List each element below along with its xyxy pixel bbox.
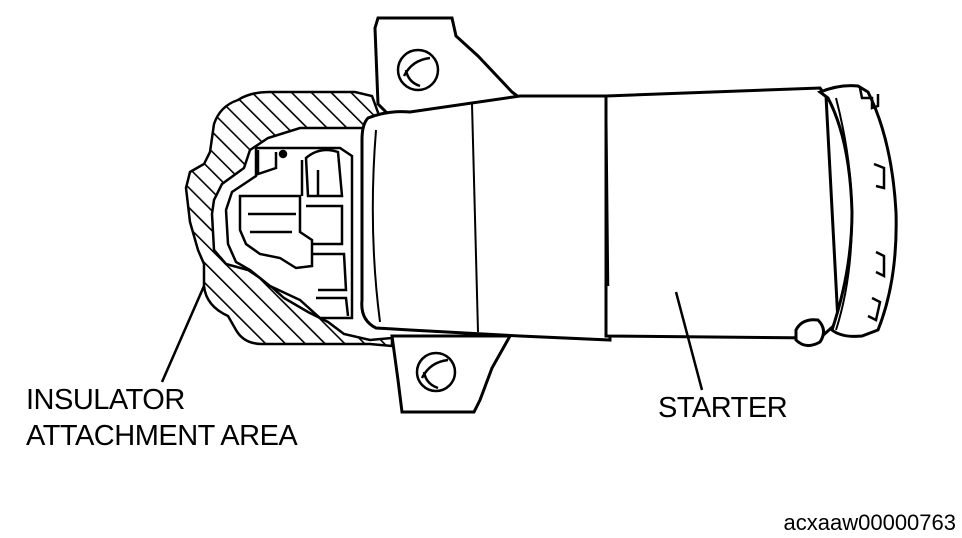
leader-lines <box>160 285 704 391</box>
bolt-hole-lower <box>415 351 457 393</box>
figure-code: acxaaw00000763 <box>783 510 956 535</box>
insulator-label-line2: ATTACHMENT AREA <box>26 420 298 452</box>
pinion-gear-assembly <box>224 146 354 320</box>
starter-leader-line <box>674 291 704 391</box>
end-cap <box>816 84 898 338</box>
insulator-attachment-area-label: INSULATOR ATTACHMENT AREA <box>26 382 298 454</box>
mounting-flange <box>373 16 524 414</box>
insulator-label-line1: INSULATOR <box>26 384 185 416</box>
bolt-hole-upper <box>396 48 440 92</box>
motor-body <box>604 86 840 347</box>
insulator-leader-line <box>160 285 206 383</box>
nose-housing <box>360 94 612 342</box>
starter-label: STARTER <box>658 392 788 424</box>
